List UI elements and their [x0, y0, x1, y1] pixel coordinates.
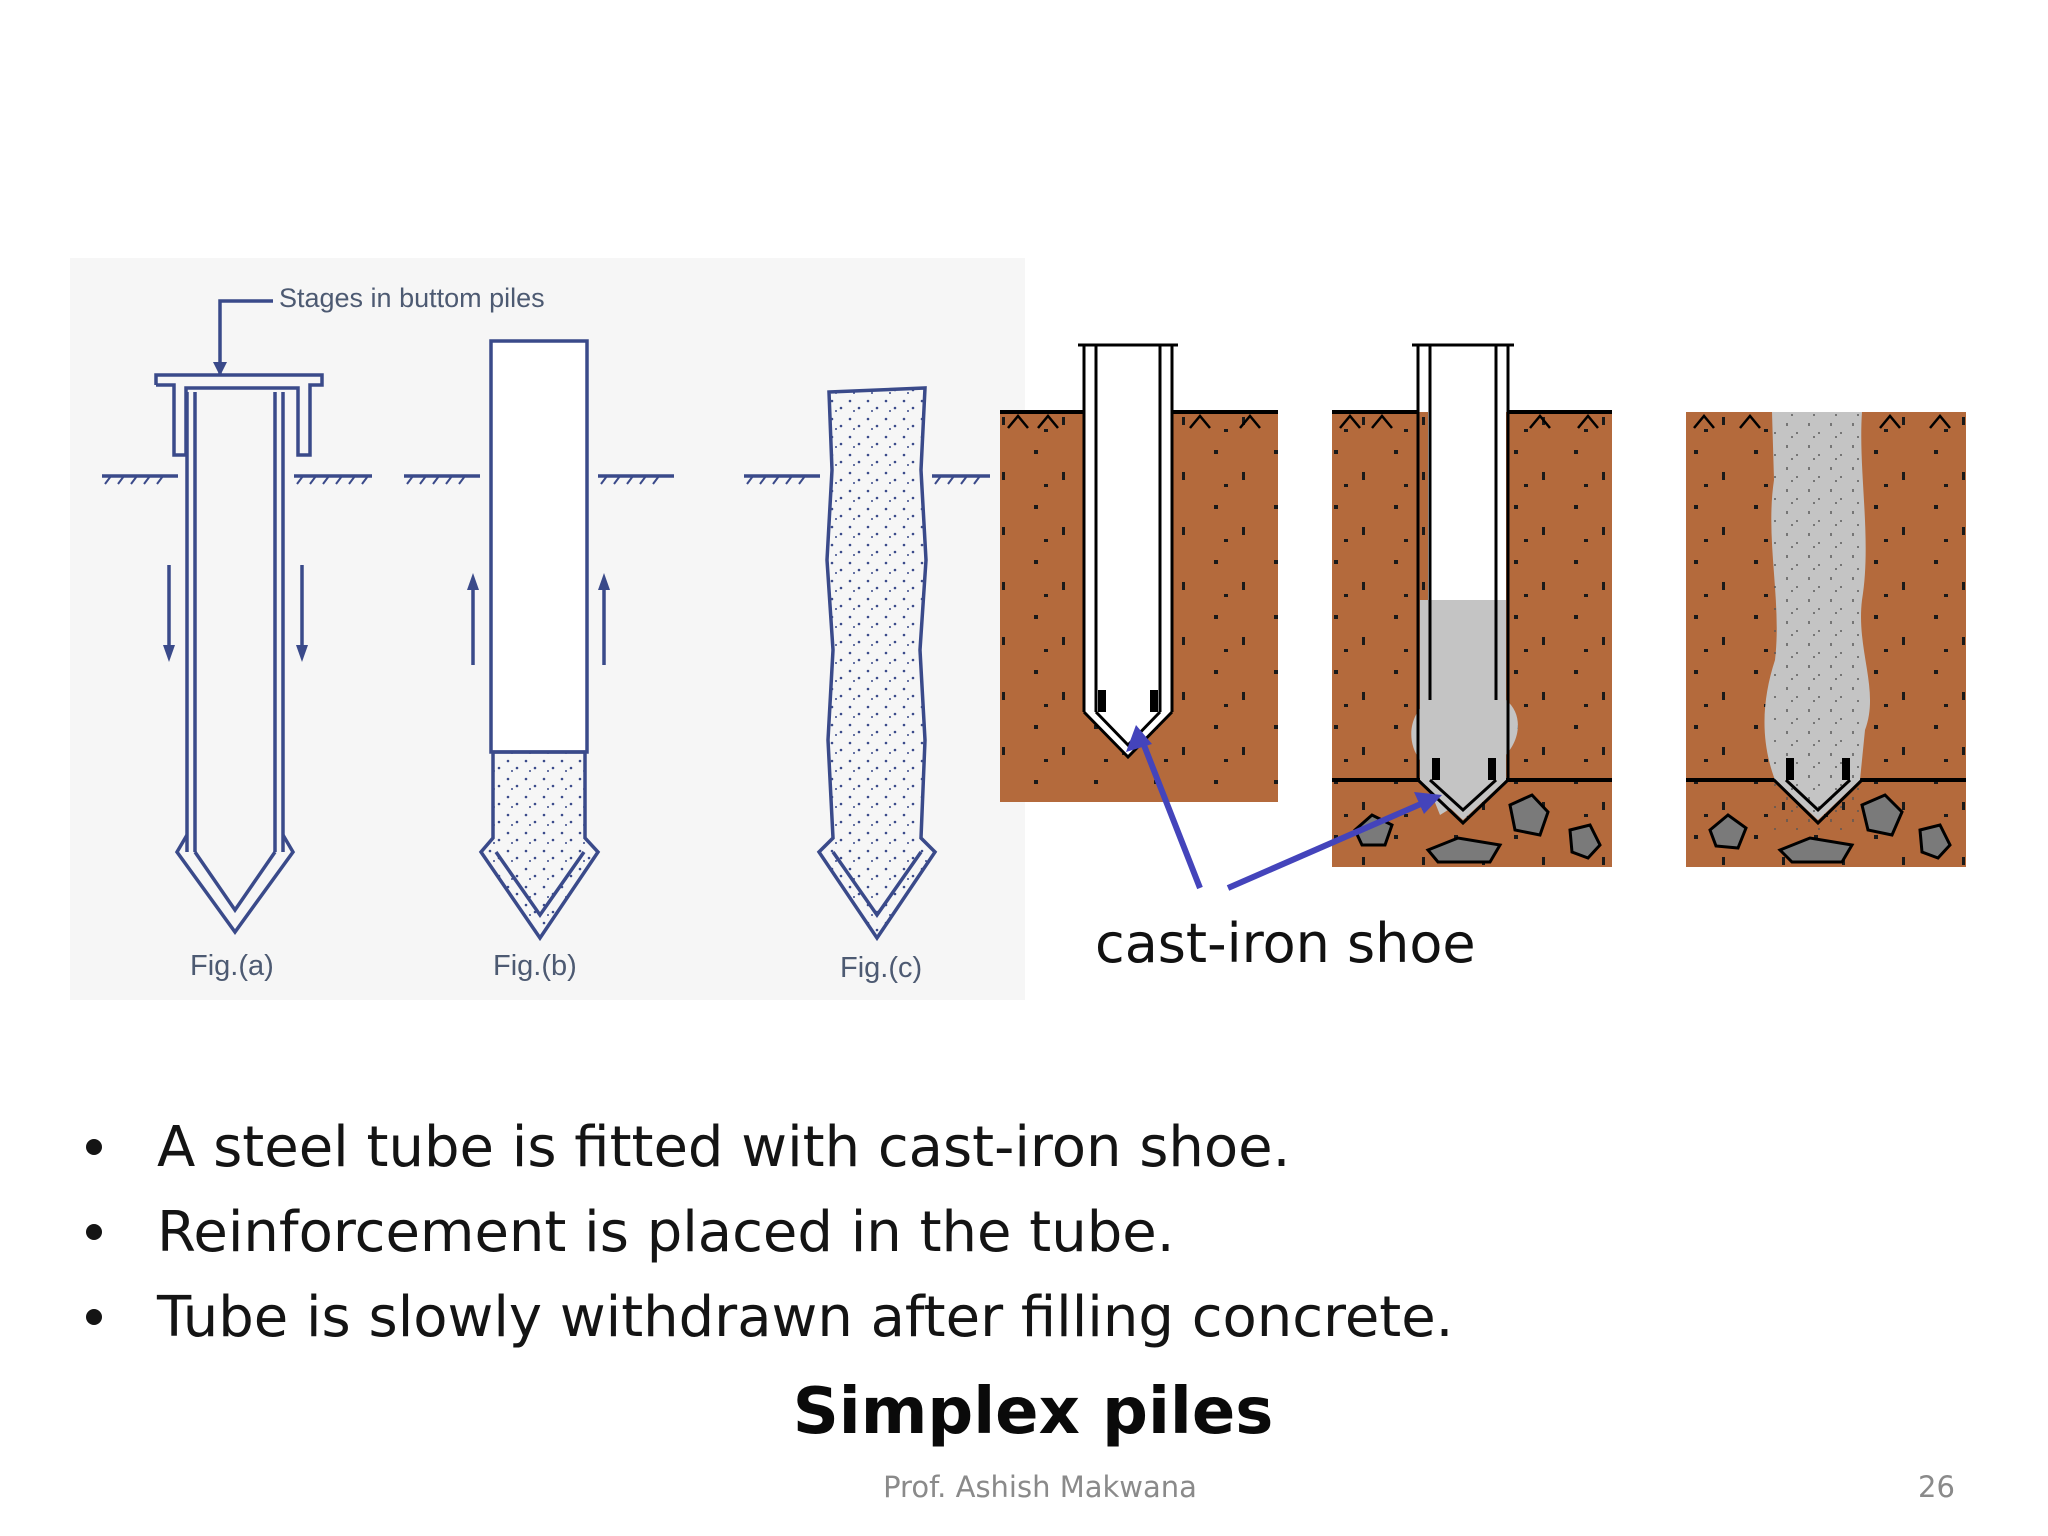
fig-b-label: Fig.(b) — [493, 950, 577, 982]
pile-stage-2 — [1332, 343, 1612, 867]
fig-a-ground-hatch — [104, 475, 369, 485]
bullet-text: Tube is slowly withdrawn after filling c… — [157, 1285, 1454, 1350]
fig-a-label: Fig.(a) — [190, 950, 274, 982]
bullet-text: A steel tube is fitted with cast-iron sh… — [157, 1115, 1291, 1180]
bullet-item: Tube is slowly withdrawn after filling c… — [86, 1275, 1453, 1360]
pile-stage-1 — [1000, 343, 1278, 802]
bullet-text: Reinforcement is placed in the tube. — [157, 1200, 1175, 1265]
bullet-dot — [86, 1139, 102, 1155]
pile-stage-3 — [1686, 412, 1966, 867]
fig-c-label: Fig.(c) — [840, 952, 923, 984]
bullet-dot — [86, 1309, 102, 1325]
bullet-dot — [86, 1224, 102, 1240]
page-number: 26 — [1918, 1470, 1955, 1504]
shoe-pointer-arrows — [1126, 725, 1442, 891]
bullet-item: Reinforcement is placed in the tube. — [86, 1190, 1453, 1275]
stages-label: Stages in buttom piles — [279, 283, 545, 313]
cast-iron-shoe-label: cast-iron shoe — [1095, 912, 1476, 975]
fig-c-drawing — [744, 386, 990, 942]
fig-c-ground-hatch — [746, 475, 981, 485]
fig-b-drawing — [404, 339, 674, 942]
bullet-item: A steel tube is fitted with cast-iron sh… — [86, 1105, 1453, 1190]
footer-author: Prof. Ashish Makwana — [883, 1470, 1197, 1504]
slide-title: Simplex piles — [792, 1375, 1274, 1449]
fig-b-ground-hatch — [406, 475, 660, 485]
bullet-list: A steel tube is fitted with cast-iron sh… — [86, 1105, 1453, 1360]
fig-a-drawing — [102, 299, 372, 935]
